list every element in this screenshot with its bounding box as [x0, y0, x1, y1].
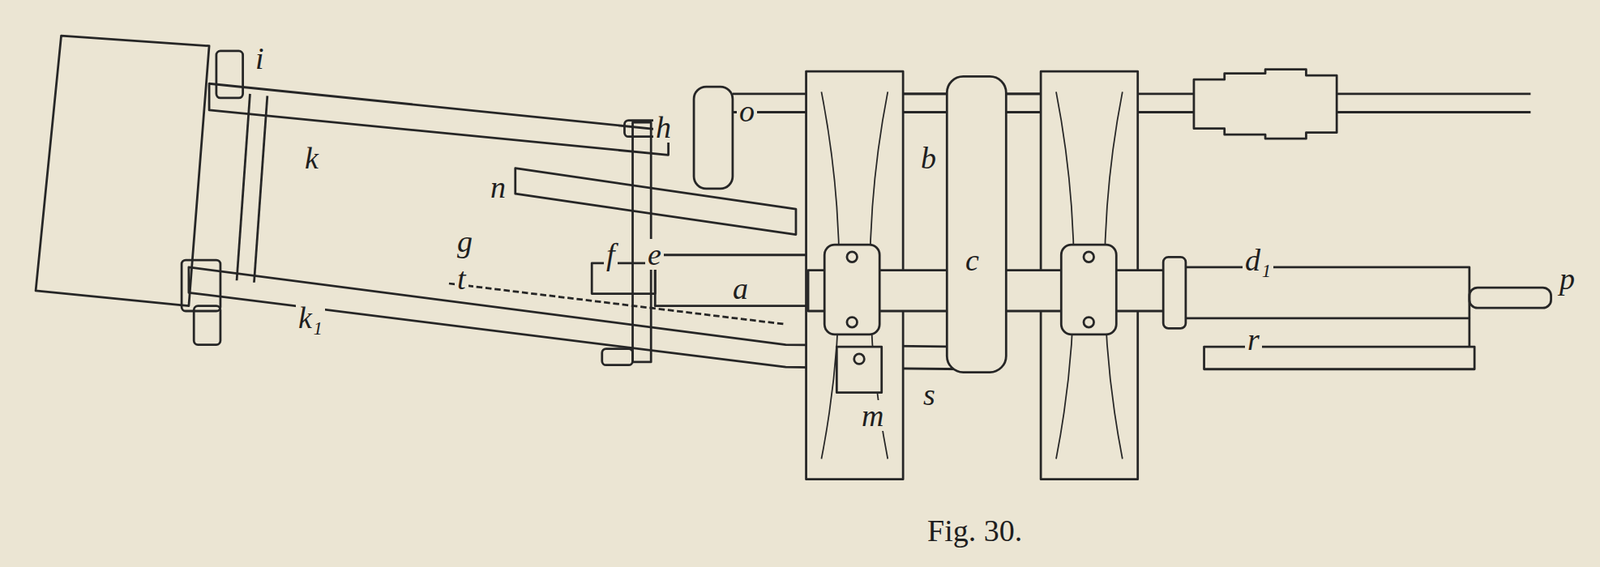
cross-bar — [253, 95, 267, 283]
callout-letter: b — [918, 142, 939, 174]
shaft-a — [654, 255, 809, 307]
callout-letter: c — [962, 244, 982, 276]
callout-letter: d₁ — [1242, 244, 1274, 276]
block-m — [836, 346, 882, 394]
callout-letter: r — [1244, 324, 1263, 356]
bolt — [216, 51, 244, 99]
bolt — [193, 306, 221, 346]
callout-letter: m — [859, 400, 886, 432]
callout-letter: e — [645, 239, 664, 270]
bolt — [1083, 317, 1095, 329]
cross-bar — [236, 94, 250, 281]
pulley-o — [693, 86, 733, 189]
callout-letter: f — [603, 239, 618, 270]
nut — [602, 349, 634, 366]
bar-n — [515, 168, 796, 236]
bearing — [1060, 244, 1117, 335]
pin-p — [1469, 287, 1552, 309]
callout-letter: h — [653, 111, 674, 143]
bolt — [1083, 252, 1095, 263]
upper-arm — [209, 83, 669, 155]
crank-d — [1173, 267, 1470, 319]
callout-letter: a — [730, 273, 751, 304]
callout-letter: i — [252, 42, 267, 74]
frame — [35, 35, 210, 307]
callout-letter: k — [302, 142, 321, 174]
bolt — [854, 354, 865, 365]
callout-letter: t — [454, 263, 469, 295]
pulley-bc — [946, 76, 1006, 373]
link — [1467, 318, 1471, 347]
bolt — [847, 252, 858, 263]
callout-letter: s — [920, 379, 938, 411]
callout-letter: k₁ — [295, 302, 326, 334]
callout-letter: p — [1557, 263, 1578, 295]
callout-letter: g — [454, 226, 475, 257]
callout-letter: n — [487, 171, 509, 203]
callout-letter: o — [736, 95, 758, 127]
bolt — [181, 260, 221, 312]
hub — [1163, 256, 1186, 329]
figure-caption: Fig. 30. — [927, 515, 1023, 547]
bearing — [824, 244, 880, 335]
bolt — [847, 317, 858, 329]
cone-pulley — [1193, 69, 1337, 140]
